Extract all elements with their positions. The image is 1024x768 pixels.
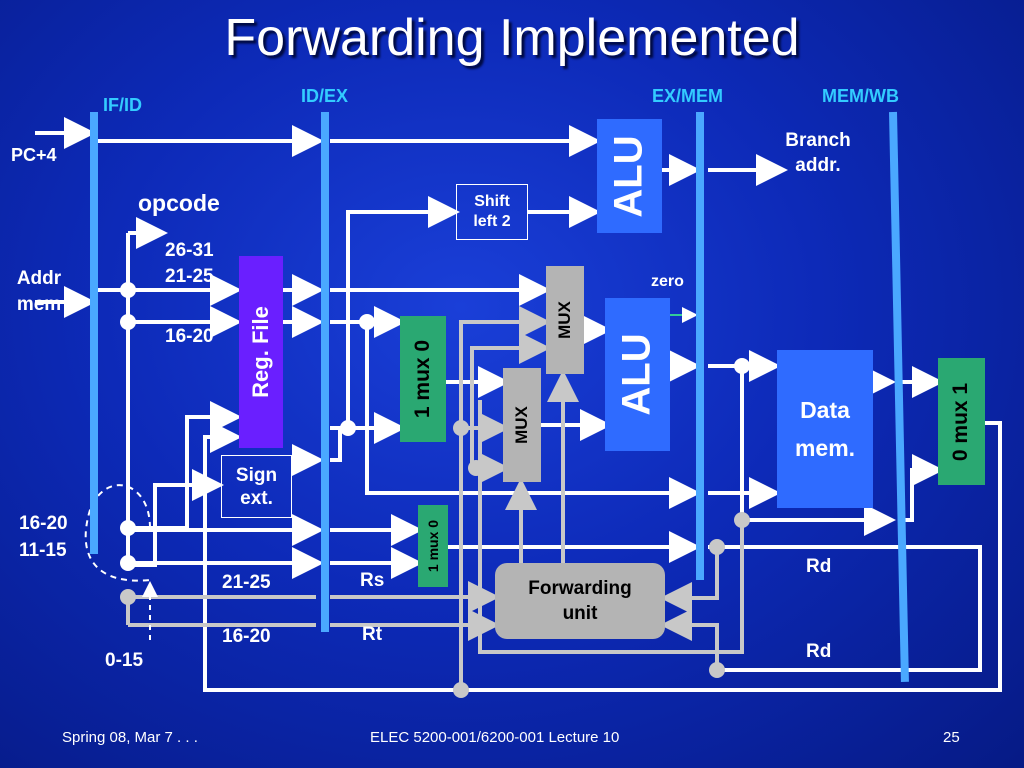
alu-main-label: ALU: [615, 333, 659, 416]
rs-label: Rs: [360, 570, 385, 591]
mem-wb-label: MEM/WB: [822, 86, 899, 106]
pipeline-register-bars: [90, 111, 909, 682]
bits-0-15-label: 0-15: [105, 650, 144, 671]
mux-alusrc-label: 1 mux 0: [411, 339, 434, 419]
id-ex-label: ID/EX: [301, 86, 349, 106]
footer-date: Spring 08, Mar 7 . . .: [62, 729, 198, 746]
forwarding-wires: [126, 306, 744, 690]
rd-bottom-label: Rd: [806, 641, 832, 662]
forwarding-unit-label: Forwarding unit: [528, 578, 632, 624]
footer-page-number: 25: [943, 729, 960, 746]
reg-file-block: Reg. File: [239, 256, 283, 448]
branch-addr-label: Branch addr.: [785, 130, 851, 176]
slide-title: Forwarding Implemented: [224, 9, 800, 67]
shift-left-2-label: Shift left 2: [473, 193, 511, 230]
data-mem-block: Data mem.: [777, 350, 873, 508]
mux-b-label: MUX: [512, 406, 531, 444]
rt-label: Rt: [362, 624, 383, 645]
bits-16-20-label: 16-20: [165, 326, 214, 347]
alu-top-block: ALU: [597, 119, 662, 233]
rd-top-label: Rd: [806, 556, 832, 577]
opcode-label: opcode: [138, 190, 220, 216]
bits-26-31-label: 26-31: [165, 240, 214, 261]
ex-mem-label: EX/MEM: [652, 86, 724, 106]
mux-regdst-label: 1 mux 0: [425, 519, 442, 573]
data-mem-label: Data mem.: [794, 397, 856, 461]
shift-left-2-block: Shift left 2: [456, 184, 528, 240]
bits-11-15-label: 11-15: [19, 540, 67, 561]
zero-label: zero: [651, 273, 684, 290]
id-ex-bar: [321, 112, 329, 632]
junction-dots: [120, 282, 750, 698]
if-id-bar: [90, 112, 98, 554]
pc4-label: PC+4: [11, 145, 57, 165]
mux-alusrc-block: 1 mux 0: [400, 316, 446, 442]
mux-regdst-block: 1 mux 0: [418, 505, 448, 587]
data-wires: [35, 117, 1002, 692]
mux-b-block: MUX: [503, 368, 541, 482]
sign-ext-label: Sign ext.: [235, 464, 278, 509]
sign-ext-block: Sign ext.: [221, 455, 292, 518]
mux-a-block: MUX: [546, 266, 584, 374]
bits-21-25-rs-label: 21-25: [222, 572, 271, 593]
if-id-label: IF/ID: [103, 95, 142, 115]
addr-mem-label: Addr mem: [16, 268, 62, 315]
bits-21-25-label: 21-25: [165, 266, 214, 287]
forwarding-unit-block: Forwarding unit: [495, 563, 665, 639]
alu-top-label: ALU: [607, 134, 651, 218]
bits-16-20-rt-label: 16-20: [222, 626, 271, 647]
mem-wb-bar: [889, 111, 909, 682]
ex-mem-bar: [696, 112, 704, 580]
reg-file-label: Reg. File: [248, 306, 273, 398]
alu-main-block: ALU: [605, 298, 670, 451]
mux-a-label: MUX: [555, 301, 574, 339]
footer-course: ELEC 5200-001/6200-001 Lecture 10: [370, 729, 620, 746]
mux-wb-block: 0 mux 1: [938, 358, 985, 485]
bits-16-20-b-label: 16-20: [19, 513, 68, 534]
mux-wb-label: 0 mux 1: [949, 382, 973, 461]
